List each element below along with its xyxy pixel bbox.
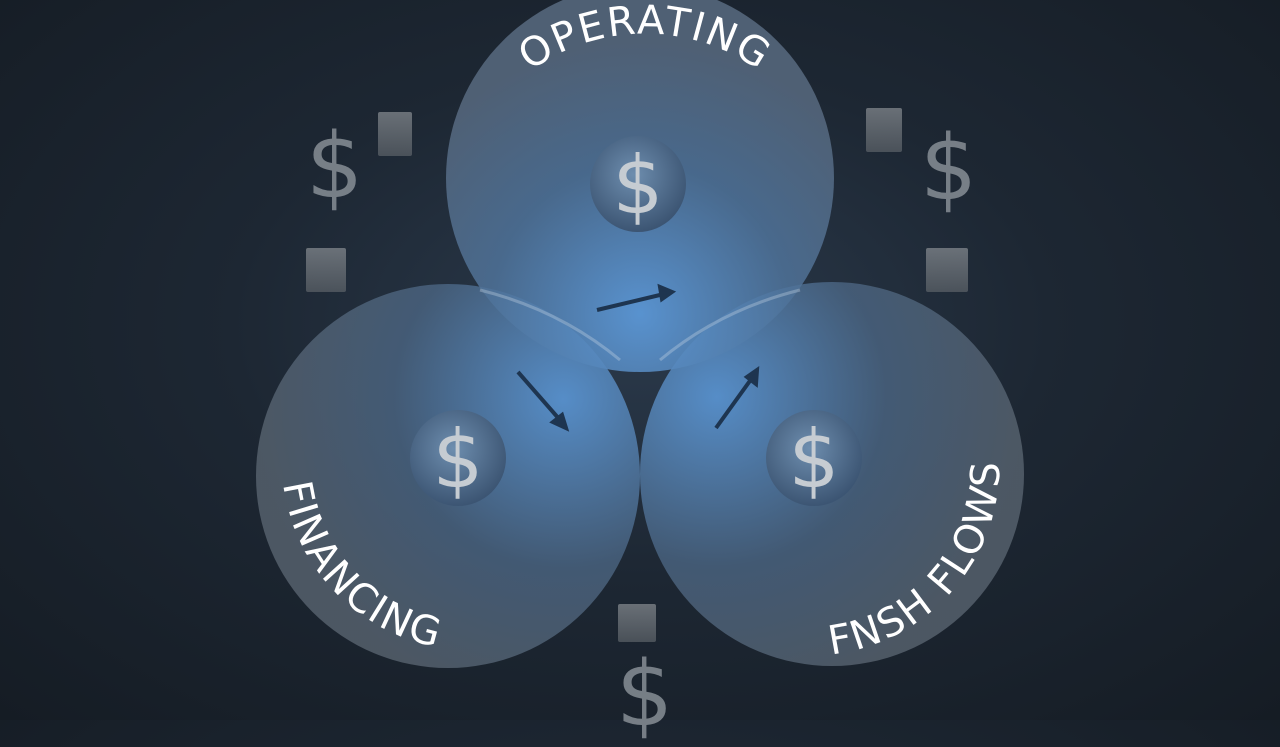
arrow-operating-to-flows: [596, 283, 677, 312]
overlap-highlight-right: [659, 288, 801, 362]
dollar-icon-financing: $: [433, 413, 484, 506]
venn-diagram: $ $ $ OPERATING FINANCING FNSH FLOWS: [256, 0, 1024, 668]
overlap-highlight-left: [479, 288, 621, 362]
arrow-flows-to-operating: [714, 365, 760, 430]
arrow-operating-to-financing: [516, 370, 570, 432]
dollar-coin-fnsh-flows: $: [766, 410, 862, 506]
dollar-icon-top-left: $: [306, 114, 364, 219]
dollar-coin-operating: $: [590, 136, 686, 232]
block-top-left-a: [378, 112, 412, 156]
diagram-stage: $ $ $: [256, 0, 1024, 740]
dollar-icon-fnsh-flows: $: [789, 413, 840, 506]
block-left: [306, 248, 346, 292]
dollar-icon-operating: $: [613, 139, 664, 232]
block-bottom: [618, 604, 656, 642]
dollar-icon-top-right: $: [920, 116, 978, 221]
dollar-coin-financing: $: [410, 410, 506, 506]
block-top-right: [866, 108, 902, 152]
block-right: [926, 248, 968, 292]
